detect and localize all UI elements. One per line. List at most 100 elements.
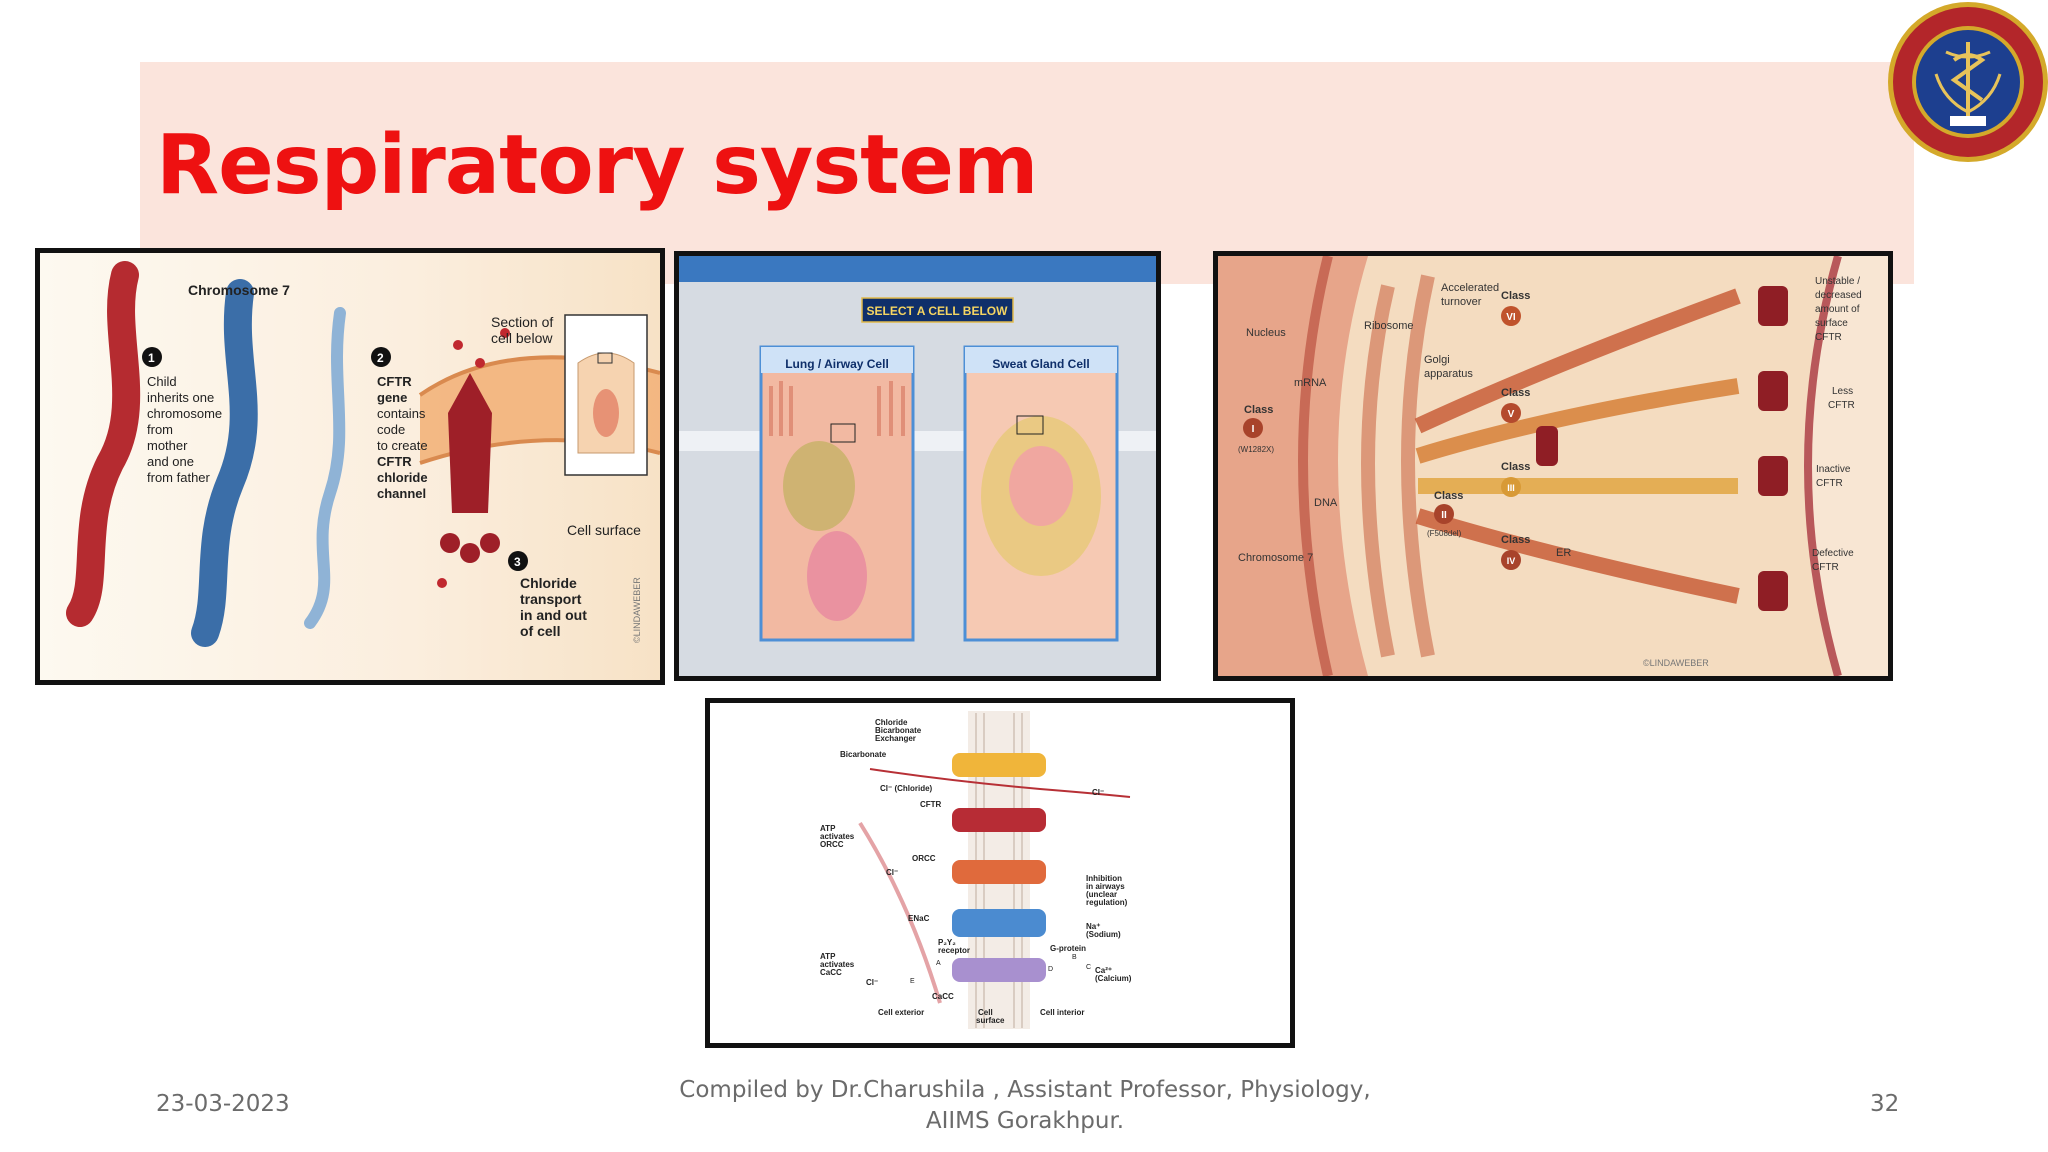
cell-selector-illustration: SELECT A CELL BELOW Lung / Airway Cell S…: [679, 256, 1156, 676]
pathway-letter: C: [1086, 964, 1091, 971]
step1-line: from: [147, 422, 173, 437]
class-badge: [1501, 550, 1521, 570]
inhibition-line: in airways: [1086, 882, 1125, 891]
institute-logo: [1884, 0, 2048, 166]
select-cell-label: SELECT A CELL BELOW: [867, 304, 1009, 318]
class-word: Class: [1434, 490, 1463, 502]
outcome-unstable-line: surface: [1815, 318, 1848, 329]
class-note: (F508del): [1427, 529, 1462, 538]
outcome-unstable-line: decreased: [1815, 290, 1862, 301]
sweat-gland-cell-card[interactable]: Sweat Gland Cell: [963, 345, 1119, 642]
atp-cacc-line: ATP: [820, 952, 836, 961]
step2-line: contains: [377, 406, 426, 421]
exchanger-label-line: Chloride: [875, 718, 908, 727]
step1-line: inherits one: [147, 390, 214, 405]
atp-cacc-line: CaCC: [820, 968, 842, 977]
accelerated-label-line2: turnover: [1441, 296, 1482, 308]
atp-orcc-line: activates: [820, 832, 855, 841]
step3-line: in and out: [520, 607, 587, 623]
cacc-label: CaCC: [932, 992, 954, 1001]
orcc-chloride-label: Cl⁻: [886, 868, 898, 877]
outcome-unstable-line: amount of: [1815, 304, 1860, 315]
lung-airway-cell-card[interactable]: Lung / Airway Cell: [759, 345, 915, 642]
section-label-line2: cell below: [491, 330, 553, 346]
orcc-label: ORCC: [912, 854, 936, 863]
outcome-inactive-line: CFTR: [1816, 478, 1843, 489]
class-note: (W1282X): [1238, 445, 1274, 454]
step-1-number: 1: [148, 351, 155, 365]
orcc-channel: [952, 860, 1046, 884]
class-number: I: [1252, 424, 1255, 435]
illustrator-signature: ©LINDAWEBER: [632, 577, 642, 643]
section-label-line1: Section of: [491, 314, 553, 330]
cftr-mutation-classes-illustration: Nucleus Ribosome mRNA DNA Chromosome 7 G…: [1218, 256, 1888, 676]
golgi-label-line2: apparatus: [1424, 368, 1473, 380]
class-word: Class: [1501, 387, 1530, 399]
footer-line: Compiled by Dr.Charushila , Assistant Pr…: [679, 1077, 1371, 1103]
chromosome-label: Chromosome 7: [1238, 552, 1313, 564]
select-cell-button[interactable]: SELECT A CELL BELOW: [861, 297, 1014, 323]
ribosome-label: Ribosome: [1364, 320, 1414, 332]
pathway-letter: A: [936, 960, 941, 967]
step2-line: code: [377, 422, 405, 437]
cell-surface-label: Cell surface: [567, 522, 641, 538]
step2-line: CFTR: [377, 374, 412, 389]
outcome-less-line: Less: [1832, 386, 1853, 397]
panel-cftr-genetics: Chromosome 7 Section of cell below 1 Chi…: [35, 248, 665, 685]
step1-line: chromosome: [147, 406, 222, 421]
chromosome-label: Chromosome 7: [188, 282, 290, 298]
chloride-out-label: Cl⁻: [1092, 788, 1104, 797]
step-2-number: 2: [377, 351, 384, 365]
step3-line: Chloride: [520, 575, 577, 591]
class-number: II: [1441, 510, 1447, 521]
slide-title: Respiratory system: [156, 118, 1038, 213]
step2-line: channel: [377, 486, 426, 501]
illustrator-signature: ©LINDAWEBER: [1643, 658, 1709, 668]
atp-orcc-line: ATP: [820, 824, 836, 833]
cftr-channel: [952, 808, 1046, 832]
sodium-line: (Sodium): [1086, 930, 1121, 939]
enac-channel: [952, 909, 1046, 937]
outcome-inactive-line: Inactive: [1816, 464, 1851, 475]
step2-line: CFTR: [377, 454, 412, 469]
pathway-letter: D: [1048, 966, 1053, 973]
outcome-unstable-line: CFTR: [1815, 332, 1842, 343]
step-3-marker: [508, 551, 528, 571]
class-number: VI: [1506, 312, 1516, 323]
pathway-letter: B: [1072, 954, 1077, 961]
cftr-genetics-illustration: Chromosome 7 Section of cell below 1 Chi…: [40, 253, 660, 680]
outcome-defective-line: Defective: [1812, 548, 1854, 559]
accelerated-label-line1: Accelerated: [1441, 282, 1499, 294]
class-badge: [1501, 477, 1521, 497]
title-band: [140, 62, 1914, 284]
step1-line: and one: [147, 454, 194, 469]
cftr-label: CFTR: [920, 800, 942, 809]
class-word: Class: [1501, 290, 1530, 302]
p2y2-line: receptor: [938, 946, 970, 955]
outcome-defective-line: CFTR: [1812, 562, 1839, 573]
institute-emblem-icon: [1888, 2, 2048, 162]
step3-line: transport: [520, 591, 582, 607]
lung-cell-label: Lung / Airway Cell: [785, 357, 889, 371]
golgi-label-line1: Golgi: [1424, 354, 1450, 366]
panel-cell-selector: SELECT A CELL BELOW Lung / Airway Cell S…: [674, 251, 1161, 681]
slide-footer: Compiled by Dr.Charushila , Assistant Pr…: [640, 1075, 1410, 1137]
calcium-line: Ca²⁺: [1095, 966, 1112, 975]
step-3-number: 3: [514, 555, 521, 569]
step1-line: Child: [147, 374, 177, 389]
outcome-unstable-line: Unstable /: [1815, 276, 1860, 287]
step3-line: of cell: [520, 623, 560, 639]
inhibition-line: Inhibition: [1086, 874, 1122, 883]
class-number: III: [1507, 483, 1515, 493]
sodium-line: Na⁺: [1086, 922, 1100, 931]
gprotein-label: G-protein: [1050, 944, 1086, 953]
step2-line: gene: [377, 390, 407, 405]
p2y2-line: P₂Y₂: [938, 938, 956, 947]
class-word: Class: [1501, 534, 1530, 546]
exchanger-channel: [952, 753, 1046, 777]
enac-label: ENaC: [908, 914, 930, 923]
inhibition-line: regulation): [1086, 898, 1128, 907]
class-badge: [1434, 504, 1454, 524]
calcium-line: (Calcium): [1095, 974, 1132, 983]
step2-line: chloride: [377, 470, 428, 485]
